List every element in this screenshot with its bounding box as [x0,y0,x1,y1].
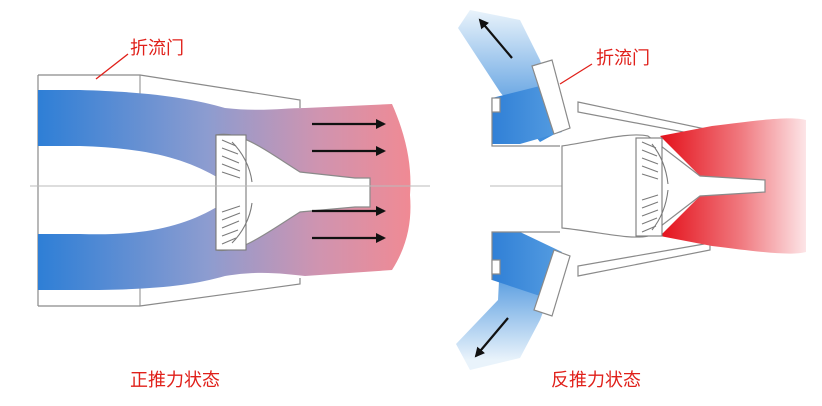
reverse-thrust-arrows [474,18,513,358]
reverse-thrust-engine [456,10,806,370]
hot-exhaust-flow [660,118,806,254]
flow-stream [38,90,411,290]
deflector-door-bottom [533,249,571,317]
deflector-label-left: 折流门 [130,38,184,59]
core-body [561,134,766,238]
deflector-door-top [531,59,571,135]
nacelle-outline-bottom [38,278,301,307]
turbine-blades [635,137,669,237]
reverse-thrust-caption: 反推力状态 [551,370,641,391]
reverse-arrow-down [474,317,509,358]
forward-thrust-caption: 正推力状态 [130,370,220,391]
reverse-arrow-up [478,18,513,59]
deflector-leader-line [559,63,593,85]
nacelle-outline-top [38,74,301,108]
forward-thrust-engine [30,53,430,307]
turbine-blades [215,134,253,251]
deflector-label-right: 折流门 [596,48,650,69]
forward-thrust-arrows [312,119,386,243]
deflector-leader-line [95,53,129,80]
